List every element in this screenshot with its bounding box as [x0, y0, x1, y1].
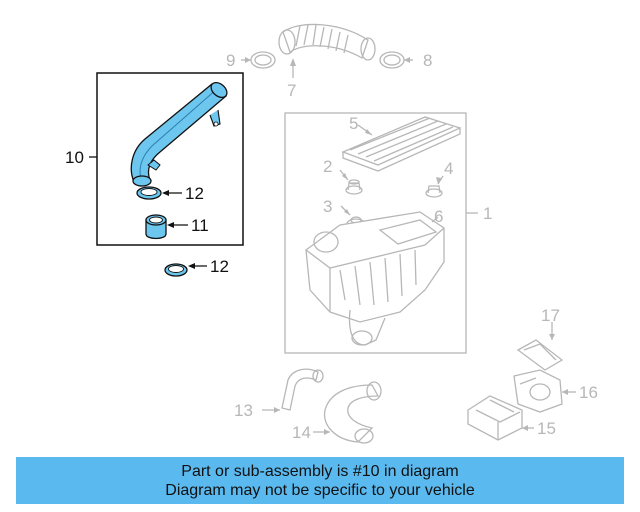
callout-12-upper: 12 — [185, 184, 204, 203]
part-7-hose — [278, 23, 376, 61]
part-17-seal — [516, 339, 564, 371]
part-1-frame — [284, 112, 467, 354]
callout-2: 2 — [323, 157, 332, 176]
dark-arrowheads — [162, 190, 195, 269]
info-banner: Part or sub-assembly is #10 in diagram D… — [16, 457, 624, 504]
part-12-clamp-lower[interactable] — [164, 263, 188, 277]
callout-13: 13 — [234, 401, 253, 420]
callout-17: 17 — [541, 306, 560, 325]
callout-9: 9 — [226, 51, 235, 70]
greyed-parts — [241, 23, 576, 444]
callout-4: 4 — [444, 159, 453, 178]
part-11-seal[interactable] — [145, 214, 167, 240]
callout-7: 7 — [287, 81, 296, 100]
part-12-clamp-upper[interactable] — [136, 186, 162, 200]
grey-arrowheads — [245, 57, 568, 435]
part-13-hose — [281, 368, 324, 411]
callout-3: 3 — [323, 197, 332, 216]
callout-5: 5 — [349, 114, 358, 133]
assembly-10-frame — [96, 72, 244, 246]
part-2-grommet — [345, 179, 363, 195]
callout-11: 11 — [191, 216, 209, 235]
callout-15: 15 — [537, 419, 556, 438]
part-16-resonator — [513, 369, 563, 413]
callout-1: 1 — [483, 204, 492, 223]
callout-8: 8 — [423, 51, 432, 70]
part-10-intake-tube[interactable] — [130, 80, 229, 187]
callout-16: 16 — [579, 383, 598, 402]
part-14-duct — [323, 381, 382, 444]
callout-14: 14 — [292, 423, 311, 442]
part-15-bracket — [467, 395, 523, 441]
banner-line-2: Diagram may not be specific to your vehi… — [165, 481, 475, 499]
part-6-airbox — [305, 211, 445, 346]
callout-12-lower: 12 — [210, 257, 229, 276]
part-5-filter — [341, 116, 462, 172]
banner-line-1: Part or sub-assembly is #10 in diagram — [181, 462, 459, 480]
callout-10: 10 — [65, 148, 84, 167]
part-4-grommet — [425, 185, 443, 198]
callout-6: 6 — [434, 207, 443, 226]
